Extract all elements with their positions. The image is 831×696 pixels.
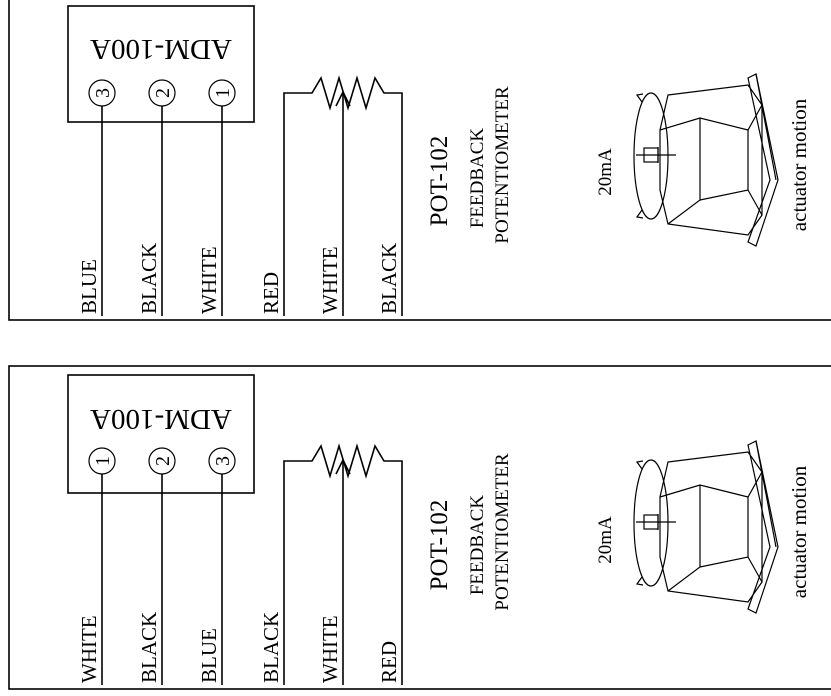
terminal-label: 3	[92, 88, 114, 98]
panel-frame	[8, 365, 831, 690]
wire-label: WHITE	[77, 615, 101, 683]
wire-label: BLACK	[137, 243, 161, 314]
pot-title: POT-102	[426, 136, 453, 227]
pot-subtitle: FEEDBACK	[467, 128, 488, 229]
wire-label: WHITE	[197, 246, 221, 314]
module-box	[67, 5, 255, 123]
panel-bottom: ADM-100A 1 2 3 WHITE BLACK BLUE BLACK WH…	[8, 365, 831, 690]
wire-label: BLUE	[77, 259, 101, 314]
actuator-icon	[633, 440, 779, 614]
current-label: 20mA	[595, 148, 616, 196]
pot-subtitle: POTENTIOMETER	[492, 86, 513, 244]
wire-label: BLACK	[137, 612, 161, 683]
module-label: ADM-100A	[90, 403, 232, 435]
terminal-label: 1	[212, 88, 234, 98]
module-label: ADM-100A	[90, 33, 232, 65]
terminal-label: 3	[212, 456, 234, 466]
wire-label: BLUE	[197, 628, 221, 683]
motion-label: actuator motion	[787, 465, 811, 598]
wire-label: BLACK	[377, 243, 401, 314]
pot-subtitle: FEEDBACK	[467, 495, 488, 596]
actuator-icon	[633, 73, 779, 247]
pot-subtitle: POTENTIOMETER	[492, 453, 513, 611]
current-label: 20mA	[595, 516, 616, 564]
pot-title: POT-102	[426, 500, 453, 591]
terminal-label: 2	[152, 88, 174, 98]
wire-label: WHITE	[318, 246, 342, 314]
wire-label: BLACK	[259, 612, 283, 683]
wire-label: WHITE	[318, 615, 342, 683]
terminal-label: 1	[92, 456, 114, 466]
terminal-label: 2	[152, 456, 174, 466]
potentiometer-symbol	[283, 75, 403, 316]
motion-label: actuator motion	[787, 98, 811, 231]
wire-label: RED	[377, 641, 401, 683]
module-box	[67, 374, 255, 494]
panel-frame	[8, 0, 831, 321]
potentiometer-symbol	[283, 443, 403, 685]
wire-label: RED	[259, 272, 283, 314]
panel-top: ADM-100A 3 2 1 BLUE BLACK WHITE RED WHIT…	[8, 0, 831, 321]
